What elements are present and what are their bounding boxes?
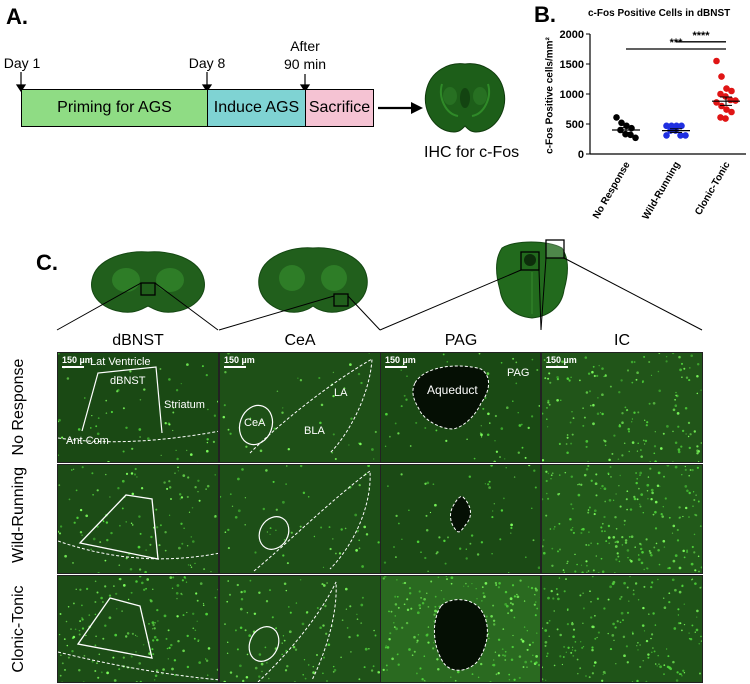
label-pag: PAG [507,367,529,379]
label-la: LA [334,387,347,399]
label-aqueduct: Aqueduct [427,383,478,397]
scale-label: 150 µm [62,355,93,365]
label-ant-com: Ant Com [66,435,109,447]
scale-bar [546,366,568,368]
scale-label: 150 µm [385,355,416,365]
row-label-no-response: No Response [10,352,28,462]
row-label-wild-running: Wild-Running [10,460,28,570]
column-header-dbnst: dBNST [57,332,219,350]
scale-bar [224,366,246,368]
scale-bar [62,366,84,368]
label-cea: CeA [244,417,265,429]
micrograph-no-response-dbnst: 150 µm Lat Ventricle dBNST Striatum Ant … [57,352,219,463]
micrograph-no-response-pag: 150 µm Aqueduct PAG [380,352,541,463]
label-dbnst: dBNST [110,375,145,387]
zoom-guide-lines [0,0,750,340]
micrograph-clonic-tonic-pag [380,575,541,683]
micrograph-wild-running-dbnst [57,464,219,574]
fluorescence-speckle [542,353,703,463]
column-header-ic: IC [541,332,703,350]
scale-label: 150 µm [224,355,255,365]
label-striatum: Striatum [164,399,205,411]
column-header-pag: PAG [380,332,542,350]
scale-bar [385,366,407,368]
label-bla: BLA [304,425,325,437]
fluorescence-speckle [542,576,703,683]
micrograph-clonic-tonic-ic [541,575,703,683]
row-label-clonic-tonic: Clonic-Tonic [10,574,28,684]
column-header-cea: CeA [219,332,381,350]
micrograph-wild-running-pag [380,464,541,574]
micrograph-wild-running-ic [541,464,703,574]
micrograph-no-response-ic: 150 µm [541,352,703,463]
fluorescence-speckle [542,465,703,574]
micrograph-clonic-tonic-cea [219,575,381,683]
micrograph-wild-running-cea [219,464,381,574]
micrograph-clonic-tonic-dbnst [57,575,219,683]
scale-label: 150 µm [546,355,577,365]
micrograph-no-response-cea: 150 µm CeA LA BLA [219,352,381,463]
label-lat-ventricle: Lat Ventricle [90,356,151,368]
